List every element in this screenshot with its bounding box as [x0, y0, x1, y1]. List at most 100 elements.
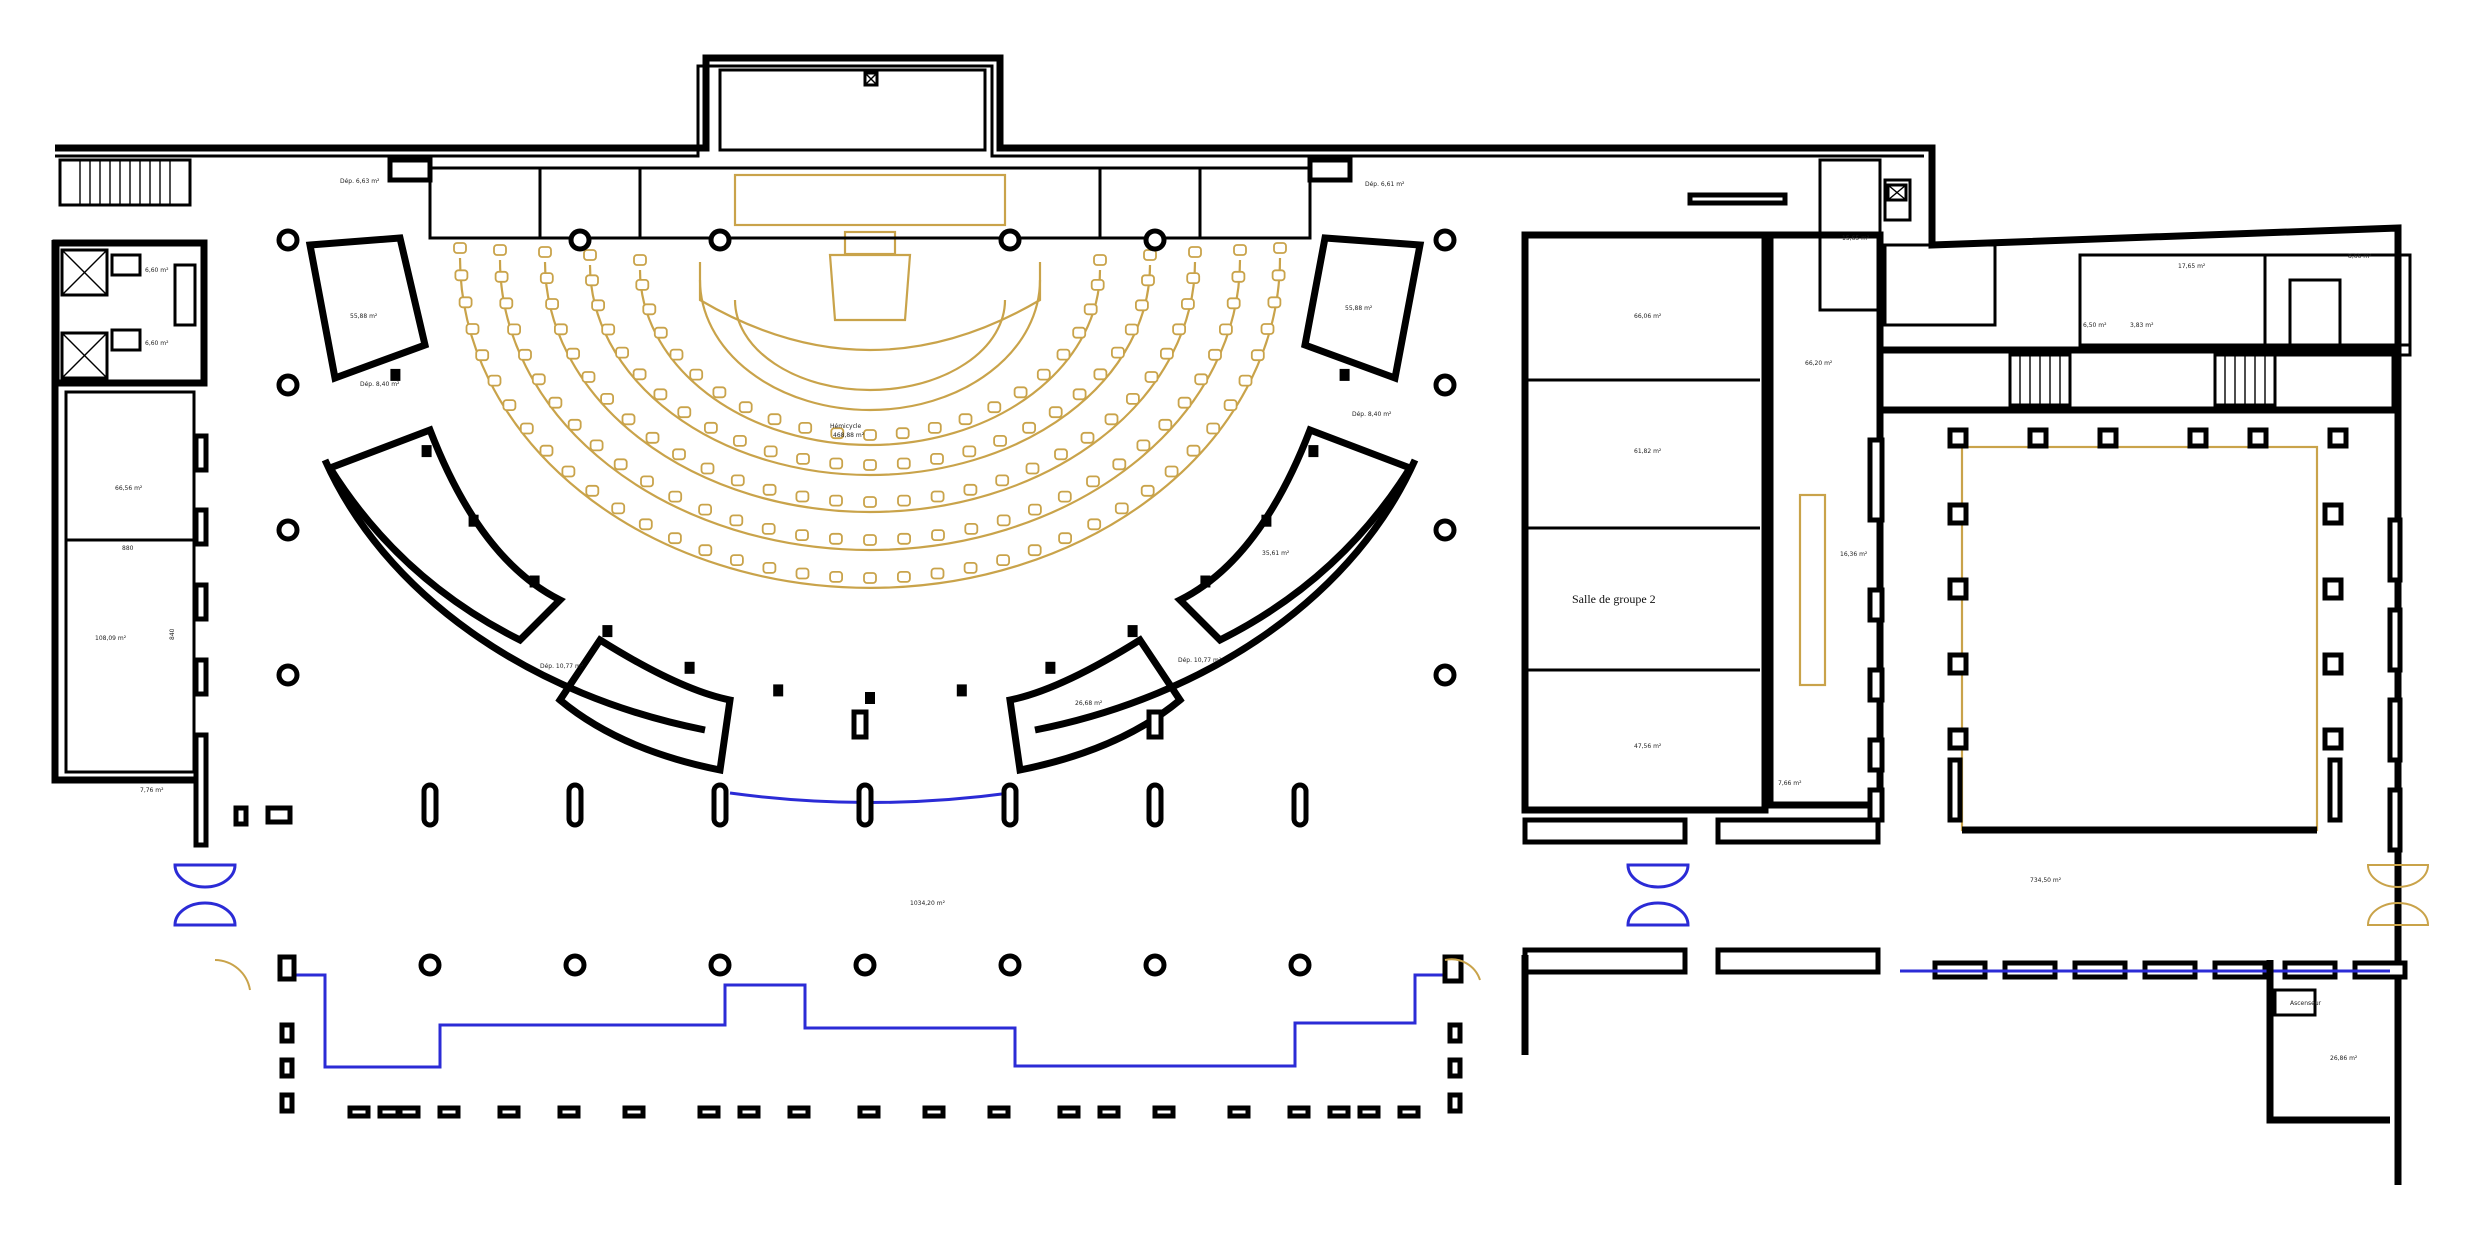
seat — [494, 270, 509, 283]
column — [998, 953, 1022, 977]
foyer-wall-pier — [2387, 517, 2403, 583]
column — [276, 518, 300, 542]
small-pier — [1146, 709, 1164, 740]
seat — [1104, 413, 1119, 426]
ring-marker — [1308, 445, 1319, 458]
seat — [863, 534, 877, 546]
ring-marker — [684, 661, 695, 674]
seat — [1160, 347, 1174, 360]
facade-pier — [1152, 1105, 1176, 1119]
seat — [487, 374, 502, 387]
seat — [1087, 518, 1102, 531]
bollard — [1001, 782, 1019, 828]
seat — [611, 502, 626, 515]
seat — [1054, 448, 1068, 461]
seat — [548, 396, 563, 409]
seat — [1238, 374, 1253, 387]
dep-label-4: Dép. 8,40 m² — [1352, 411, 1392, 418]
facade-pier — [377, 1105, 401, 1119]
foyer-area: 734,50 m² — [2030, 877, 2062, 884]
seat — [730, 554, 744, 566]
seat — [698, 544, 713, 557]
entrance-doors — [173, 863, 2430, 991]
foyer-pier — [2327, 427, 2349, 449]
seat — [704, 421, 718, 434]
facade-side-pier — [279, 1022, 295, 1044]
seat — [1208, 348, 1222, 361]
seat — [601, 323, 616, 336]
seat — [453, 242, 467, 254]
seat — [829, 532, 843, 545]
seat — [585, 274, 599, 287]
seat — [1141, 274, 1155, 287]
seat — [1022, 421, 1036, 434]
facade-pier — [787, 1105, 811, 1119]
ring-marker — [956, 684, 967, 697]
side-room-right-area: 35,61 m² — [1262, 550, 1290, 557]
seat — [1028, 503, 1042, 516]
foyer-wall-pier — [1947, 757, 1963, 823]
seat — [668, 490, 683, 503]
seat — [987, 401, 1002, 414]
seat — [1136, 439, 1151, 452]
facade-pier — [397, 1105, 421, 1119]
seat — [1086, 475, 1100, 488]
left-room-1-area: 66,56 m² — [115, 485, 143, 492]
dep-label-6: Dép. 10,77 m² — [1178, 657, 1222, 664]
seat — [1058, 532, 1072, 545]
seat — [927, 421, 942, 434]
seat — [518, 348, 532, 361]
wc-area-1: 6,60 m² — [145, 267, 169, 274]
bollard — [1291, 782, 1309, 828]
facade-pier — [1097, 1105, 1121, 1119]
seat — [635, 278, 650, 291]
right-facade — [1932, 960, 2408, 980]
column — [853, 953, 877, 977]
seat — [1025, 462, 1040, 475]
dimension-880: 880 — [122, 545, 134, 552]
bollard — [856, 782, 874, 828]
small-pier — [851, 709, 869, 740]
seat — [930, 490, 945, 503]
seat — [1112, 458, 1127, 471]
seat — [995, 474, 1010, 487]
seat — [1140, 484, 1155, 497]
seat — [1093, 368, 1108, 381]
foyer-pier — [2322, 652, 2344, 676]
seat — [1036, 368, 1051, 381]
translation-booths — [387, 157, 1353, 240]
seat — [621, 413, 636, 426]
seat — [1219, 323, 1233, 336]
right-top-1-area: 15,65 m² — [1842, 235, 1870, 242]
seat — [1080, 431, 1095, 444]
seat — [964, 523, 979, 535]
foyer-pier — [2322, 727, 2344, 751]
seat — [1027, 544, 1042, 557]
ring-marker — [865, 692, 875, 704]
seat — [1188, 246, 1202, 258]
facade-pier — [697, 1105, 721, 1119]
right-wing: 15,65 m² 17,65 m² 8,66 m² 6,50 m² 3,83 m… — [1818, 158, 2412, 1124]
seat — [1226, 297, 1241, 310]
seat — [1260, 323, 1275, 335]
seat — [507, 323, 522, 336]
seat — [958, 413, 973, 426]
seat — [738, 401, 753, 414]
seat — [897, 571, 911, 583]
seat — [798, 421, 813, 434]
bollard — [711, 782, 729, 828]
seat — [795, 567, 810, 580]
front-facade: 1034,20 m² — [277, 900, 1464, 1119]
facade-side-pier — [1447, 1092, 1463, 1114]
seat — [668, 532, 682, 545]
foyer-pier — [1947, 652, 1969, 676]
seat — [1186, 444, 1201, 457]
hemicycle: 35,61 m² 26,68 m² 55,88 m² 55,88 m² Hémi… — [305, 157, 1425, 804]
right-top-2-area: 17,65 m² — [2178, 263, 2206, 270]
right-corridor-area: 16,36 m² — [1840, 551, 1868, 558]
seat — [1083, 303, 1098, 316]
dimension-840: 840 — [169, 628, 176, 640]
seat — [653, 388, 668, 401]
right-top-4-area: 6,50 m² — [2083, 322, 2107, 329]
seat — [1233, 244, 1247, 256]
